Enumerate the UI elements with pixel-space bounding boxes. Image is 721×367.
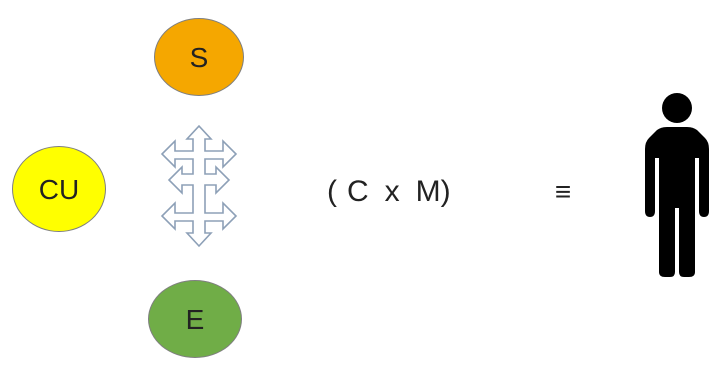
four-way-arrow-shape — [160, 124, 238, 248]
formula-operator: x — [384, 175, 400, 208]
e-node-label: E — [185, 304, 205, 335]
cu-node: CU — [12, 146, 106, 232]
person-shape — [645, 93, 709, 277]
s-node: S — [154, 18, 244, 96]
four-way-arrow-icon — [134, 124, 264, 248]
e-node: E — [148, 280, 242, 358]
formula-left-term: C — [347, 175, 369, 208]
person-svg — [645, 93, 709, 277]
four-way-arrow-svg — [160, 124, 238, 248]
formula-close-paren: ) — [440, 175, 451, 208]
cu-node-label: CU — [38, 174, 80, 205]
formula-right-term: M — [415, 175, 441, 208]
equivalence-sign: ≡ — [554, 176, 572, 207]
formula-open-paren: ( — [327, 175, 337, 208]
s-node-label: S — [189, 42, 209, 73]
person-icon — [632, 91, 721, 277]
